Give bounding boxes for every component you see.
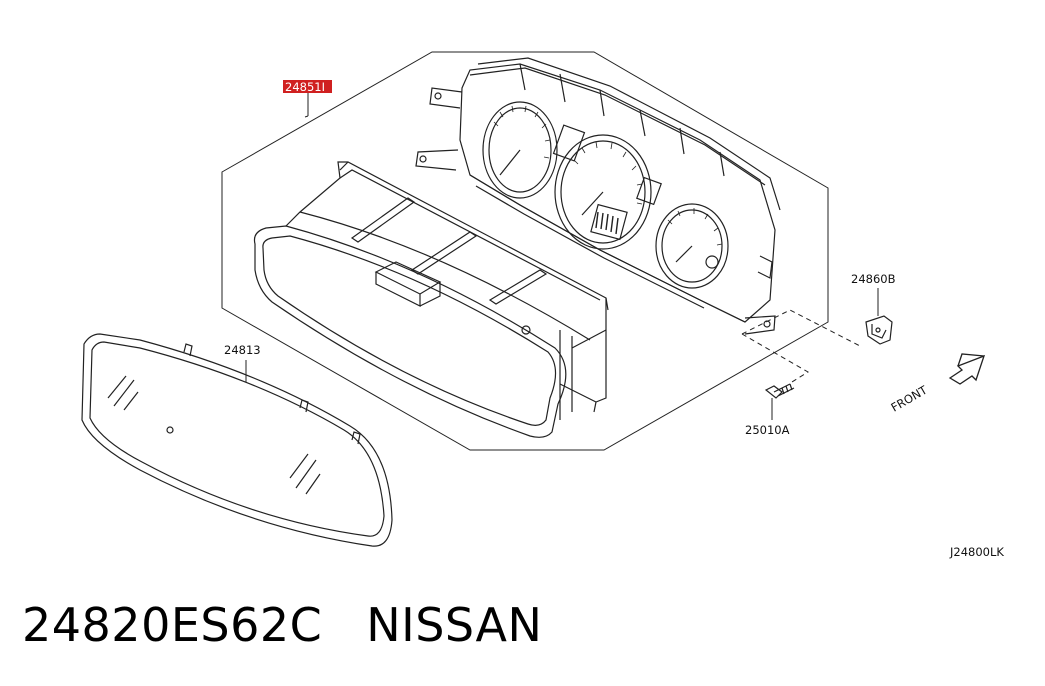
clip-label: 24860B <box>851 272 896 286</box>
assembly-boundary <box>221 51 829 451</box>
gauge-ticks <box>493 105 723 246</box>
diagram-code: J24800LK <box>949 545 1004 559</box>
brand-name: NISSAN <box>366 598 543 652</box>
part-number: 24820ES62C <box>22 598 323 652</box>
main-assembly-label: 24851I <box>285 80 325 94</box>
screw-part <box>764 383 795 399</box>
meter-lens <box>81 333 393 547</box>
meter-housing <box>415 57 781 335</box>
screw-label: 25010A <box>745 423 790 437</box>
cluster-mask <box>253 161 609 438</box>
front-label: FRONT <box>889 382 931 414</box>
lens-label: 24813 <box>224 343 261 357</box>
clip-part <box>865 315 893 345</box>
leader-tick <box>304 115 309 118</box>
install-guides <box>741 309 861 383</box>
part-caption: 24820ES62C NISSAN <box>22 598 542 652</box>
front-arrow-icon <box>948 353 986 385</box>
main-assembly-label-highlight <box>283 80 332 93</box>
odometer-display <box>595 211 619 235</box>
